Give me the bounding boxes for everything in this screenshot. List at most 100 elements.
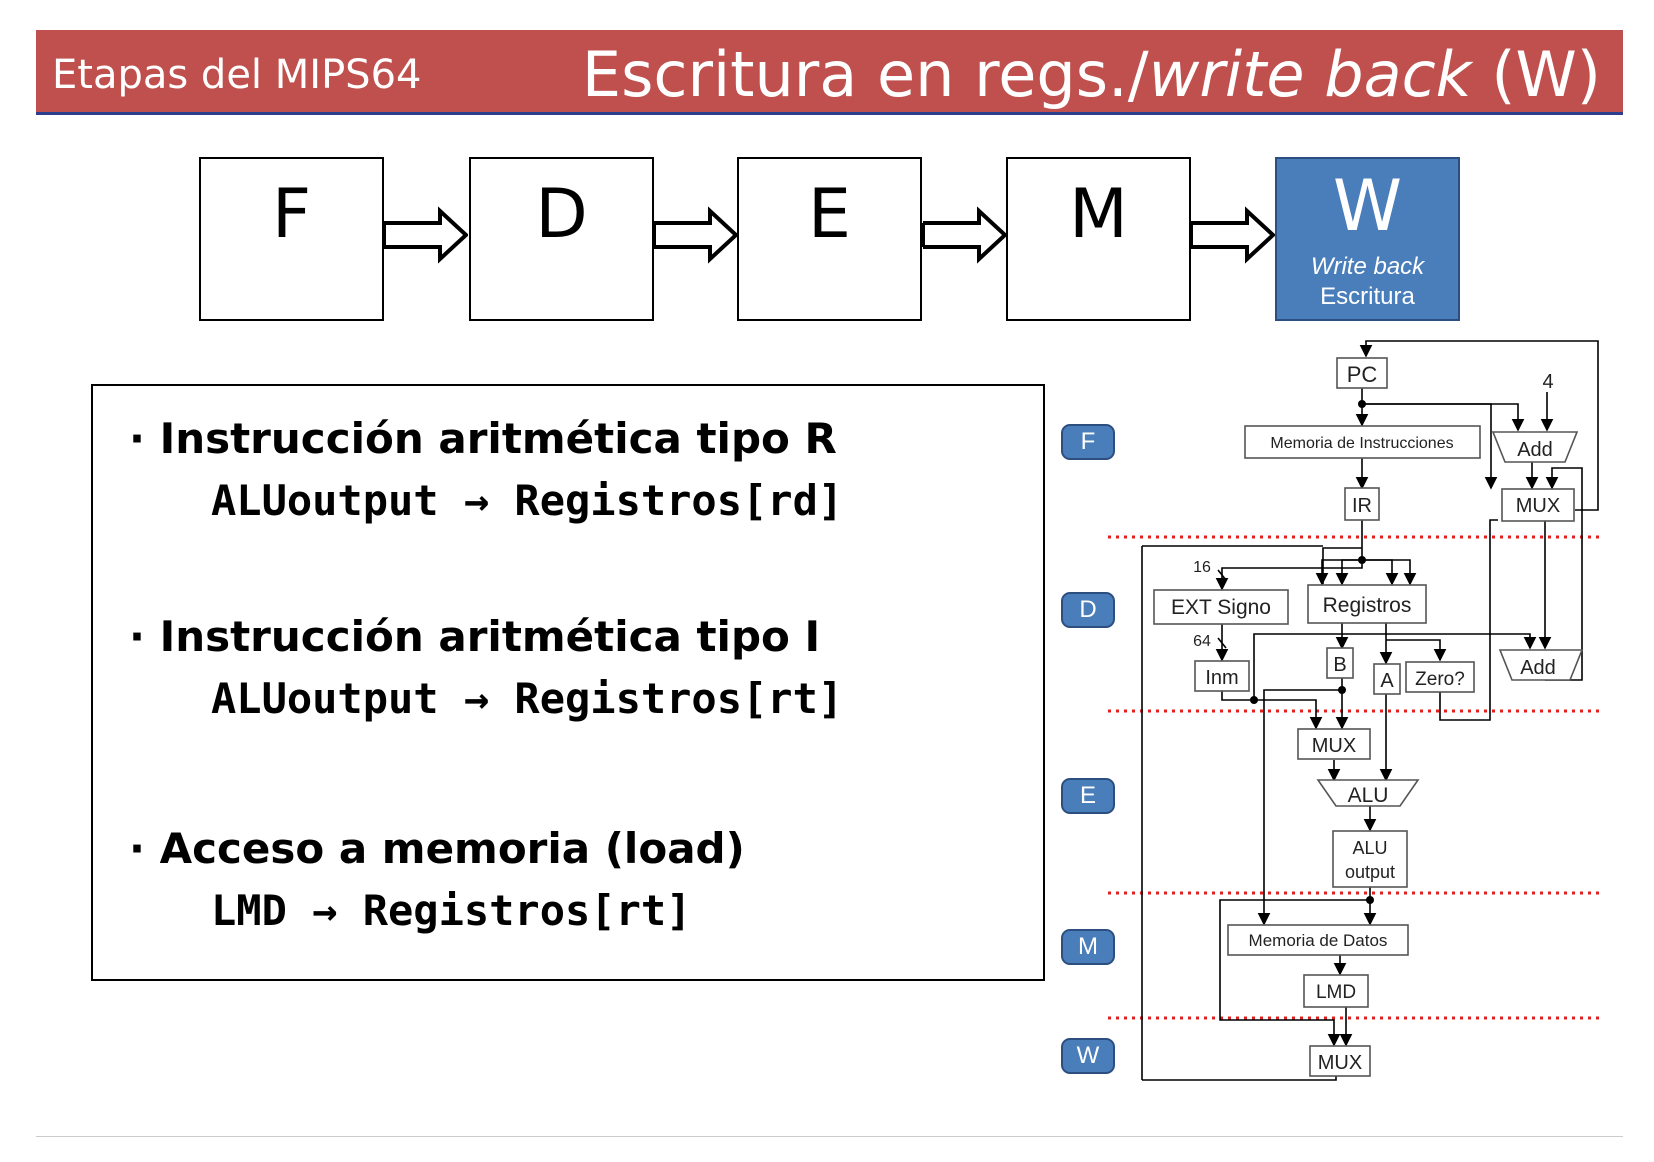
wire-zero-mux [1439,519,1498,721]
slide-header: Etapas del MIPS64 Escritura en regs./wri… [36,30,1623,112]
label-mux-top: MUX [1516,495,1560,517]
block-mux-alu [1297,728,1371,760]
datapath-tag-m: M [1061,929,1115,965]
label-aluout-line2: output [1345,862,1395,882]
label-four: 4 [1542,371,1553,393]
header-underline [36,112,1623,115]
label-mux-alu: MUX [1312,735,1356,757]
wire-inm-mux [1221,690,1323,730]
datapath-tag-f: F [1061,424,1115,460]
label-zero: Zero? [1415,669,1465,690]
junction-dots [1250,400,1374,904]
stage-separators [1108,535,1600,1020]
label-ir: IR [1352,495,1372,517]
label-lmd: LMD [1316,982,1356,1003]
label-inm: Inm [1205,667,1238,689]
junction-dot [1358,400,1366,408]
block-ir [1344,487,1380,521]
slide-title-italic: write back [1148,38,1472,111]
label-a: A [1380,670,1394,692]
slide-title-end: (W) [1491,38,1601,111]
block-aluout [1332,830,1408,888]
bullet-title: Instrucción aritmética tipo I [159,612,821,661]
block-regs [1307,584,1427,624]
wire-pc-feedback [1359,340,1599,511]
wire-aluout-wbmux [1219,899,1370,1047]
code-line: LMD → Registros[rt] [211,886,692,935]
wire-ir-reg3 [1362,559,1399,586]
label-width-64: 64 [1193,633,1211,650]
footer-rule [36,1136,1623,1137]
block-add-mid [1498,649,1584,681]
section-title: Etapas del MIPS64 [52,52,422,98]
double-arrow-icon [652,206,738,264]
label-add-top: Add [1517,439,1553,461]
label-b: B [1333,654,1346,676]
bullet-item: · Acceso a memoria (load) [129,824,745,873]
stage-f-label: F [271,175,312,254]
stage-w-sub-spanish: Escritura [1320,283,1415,310]
stage-w-box: W Write back Escritura [1275,157,1460,321]
block-inm [1194,660,1250,692]
block-alu [1316,779,1420,807]
stage-f-box: F [199,157,384,321]
wire-ir-wb-reg [1322,547,1362,584]
bullet-title: Instrucción aritmética tipo R [159,414,837,463]
junction-dot [1250,696,1258,704]
label-imem: Memoria de Instrucciones [1270,435,1453,452]
block-mux-top [1501,488,1575,522]
block-zero [1405,661,1475,693]
junction-dot [1358,556,1366,564]
slide-title: Escritura en regs./write back (W) [582,38,1601,111]
block-mux-wb [1309,1045,1371,1077]
block-dmem [1227,924,1409,956]
stage-e-label: E [808,175,851,254]
junction-dot [1366,896,1374,904]
block-a [1373,663,1401,695]
label-width-16: 16 [1193,559,1211,576]
double-arrow-icon [382,206,468,264]
datapath-tag-e: E [1061,778,1115,814]
label-regs: Registros [1323,594,1412,617]
double-arrow-icon [921,206,1007,264]
wire-b-dmem [1257,689,1342,926]
block-b [1326,647,1354,679]
block-imem [1244,425,1481,459]
stage-w-label: W [1332,165,1403,247]
label-alu: ALU [1348,784,1389,807]
wire-a-zero [1386,639,1447,662]
stage-d-box: D [469,157,654,321]
stage-d-label: D [535,175,588,254]
wire-wb-loop [1142,1066,1337,1081]
bullet-title: Acceso a memoria (load) [159,824,745,873]
bullet-item: · Instrucción aritmética tipo R [129,414,837,463]
width-tick-16 [1217,569,1227,581]
datapath-tag-w: W [1061,1038,1115,1074]
slide-title-main: Escritura en regs./ [581,38,1149,111]
content-box: · Instrucción aritmética tipo R ALUoutpu… [91,384,1045,981]
block-add-top [1491,431,1579,463]
block-ext [1153,589,1289,625]
width-tick-64 [1217,637,1227,649]
double-arrow-icon [1189,206,1275,264]
label-ext: EXT Signo [1171,596,1271,619]
wire-ir-reg2 [1335,559,1362,586]
code-line: ALUoutput → Registros[rd] [211,476,844,525]
wire-pc-mux [1362,403,1498,490]
block-pc [1336,357,1388,389]
label-mux-wb: MUX [1318,1052,1362,1074]
bullet-item: · Instrucción aritmética tipo I [129,612,821,661]
label-aluout-line1: ALU [1352,838,1387,858]
label-dmem: Memoria de Datos [1249,931,1388,950]
datapath-tag-d: D [1061,592,1115,628]
block-lmd [1303,974,1369,1008]
stage-w-sub-english: Write back [1310,253,1425,280]
label-pc: PC [1347,362,1378,387]
code-line: ALUoutput → Registros[rt] [211,674,844,723]
stage-m-label: M [1069,175,1128,254]
wire-inm-add [1253,633,1537,700]
junction-dot [1338,686,1346,694]
wire-ir-reg4 [1362,559,1417,586]
label-add-mid: Add [1520,657,1556,679]
